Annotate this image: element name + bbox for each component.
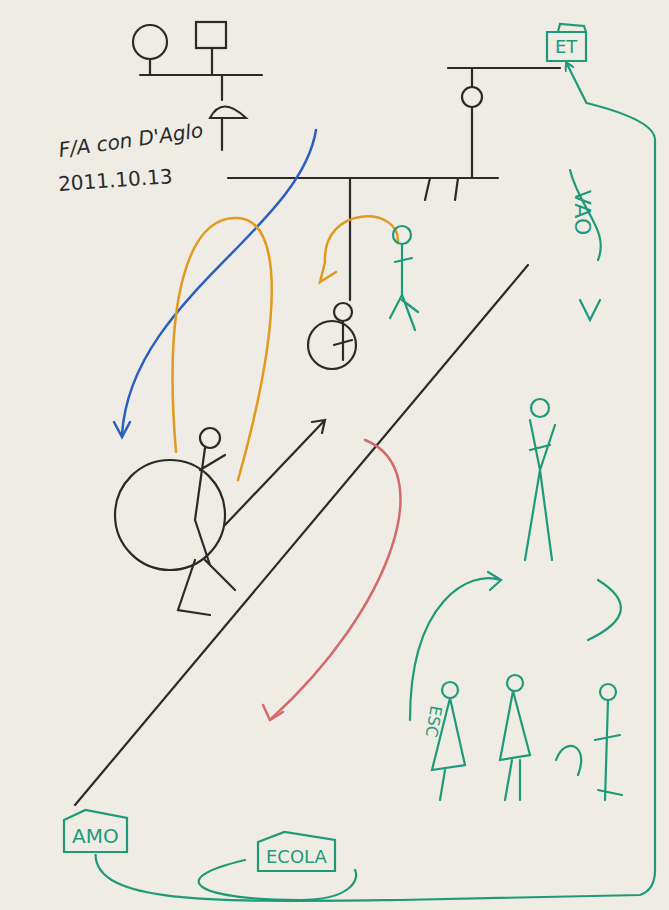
note-label: VAO: [570, 190, 595, 236]
box-label: AMO: [72, 824, 129, 848]
building-box: AMO: [62, 808, 129, 854]
box-label: ECOLA: [266, 846, 337, 867]
flow-arrow: [96, 63, 656, 901]
note-label: 2011.10.13: [57, 164, 173, 196]
place-box: ET: [545, 30, 588, 63]
building-box: ECOLA: [256, 830, 337, 873]
title-text: F/A con D'Aglo: [57, 118, 205, 162]
box-label: ET: [555, 36, 588, 57]
